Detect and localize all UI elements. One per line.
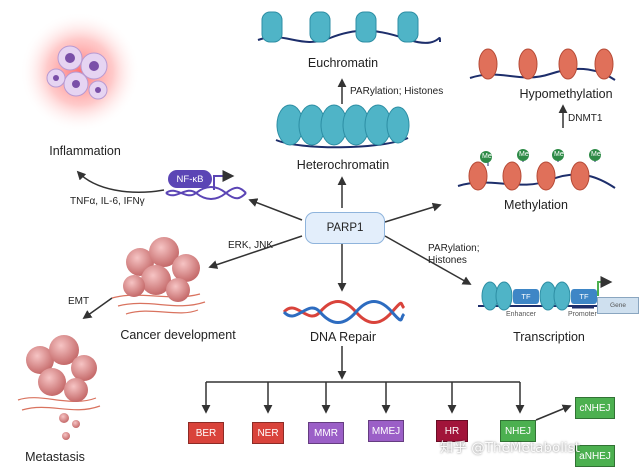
methyl-mark: Me (519, 151, 529, 158)
euchromatin-label: Euchromatin (307, 56, 379, 70)
methyl-mark: Me (591, 151, 601, 158)
repair-pathway-label: BER (195, 427, 217, 439)
transcription-label: Transcription (513, 330, 585, 344)
nhej-subtype-label: aNHEJ (579, 450, 611, 462)
inflammation-illustration (20, 12, 140, 132)
nfkb-dna-illustration (165, 170, 247, 200)
methylation-illustration (457, 149, 616, 191)
repair-pathway-label: NER (257, 427, 279, 439)
dna-repair-label: DNA Repair (310, 330, 376, 344)
repair-pathway-label: MMEJ (371, 425, 401, 437)
nfkb-label: NF-κB (176, 173, 204, 185)
parylation-label-line2: Histones (428, 255, 467, 266)
parp1-label: PARP1 (326, 222, 364, 234)
emt-label: EMT (68, 296, 90, 307)
dna-helix-illustration (282, 300, 406, 324)
heterochromatin-label: Heterochromatin (296, 158, 390, 172)
methyl-mark: Me (482, 153, 492, 160)
repair-pathway-ner: NER (252, 422, 284, 444)
repair-pathway-mmej: MMEJ (368, 420, 404, 442)
heterochromatin-illustration (275, 104, 410, 149)
transcription-illustration (478, 276, 613, 311)
repair-pathway-hr: HR (436, 420, 468, 442)
parp1-node: PARP1 (305, 212, 385, 244)
gene-label: Gene (610, 302, 626, 309)
methylation-label: Methylation (504, 198, 568, 212)
repair-pathway-nhej: NHEJ (500, 420, 536, 442)
dnmt1-label: DNMT1 (568, 113, 603, 124)
cancer-development-label: Cancer development (120, 328, 236, 342)
erk-jnk-label: ERK, JNK (228, 240, 274, 251)
repair-pathway-label: MMR (314, 427, 338, 439)
nhej-subtype-label: cNHEJ (579, 402, 611, 414)
euchromatin-illustration (257, 11, 441, 44)
hypomethylation-label: Hypomethylation (519, 87, 613, 101)
tf-enhancer-box: TF (513, 289, 539, 304)
inflammation-label: Inflammation (49, 144, 121, 158)
nfkb-node: NF-κB (168, 170, 212, 188)
connector-arrows (76, 78, 572, 421)
repair-pathway-label: HR (444, 425, 460, 437)
parylation-histones-label-top: PARylation; Histones (350, 86, 444, 97)
metastasis-illustration (17, 335, 101, 440)
hypomethylation-illustration (469, 48, 616, 81)
parylation-label-line1: PARylation; (428, 243, 480, 254)
repair-pathway-mmr: MMR (308, 422, 344, 444)
tf-promoter-box: TF (571, 289, 597, 304)
nhej-subtype-anhej: aNHEJ (575, 445, 615, 467)
metastasis-label: Metastasis (25, 450, 85, 464)
repair-pathway-label: NHEJ (504, 425, 532, 437)
gene-box: Gene (597, 297, 639, 314)
tf-label: TF (579, 292, 589, 301)
nhej-subtype-cnhej: cNHEJ (575, 397, 615, 419)
tf-label: TF (521, 292, 531, 301)
promoter-label: Promoter (568, 311, 597, 318)
methyl-mark: Me (554, 151, 564, 158)
cancer-cluster-illustration (111, 237, 206, 315)
repair-pathway-ber: BER (188, 422, 224, 444)
cytokines-label: TNFα, IL-6, IFNγ (70, 196, 145, 207)
enhancer-label: Enhancer (506, 311, 536, 318)
watermark: 知乎 @TheMetabolist (440, 440, 581, 456)
